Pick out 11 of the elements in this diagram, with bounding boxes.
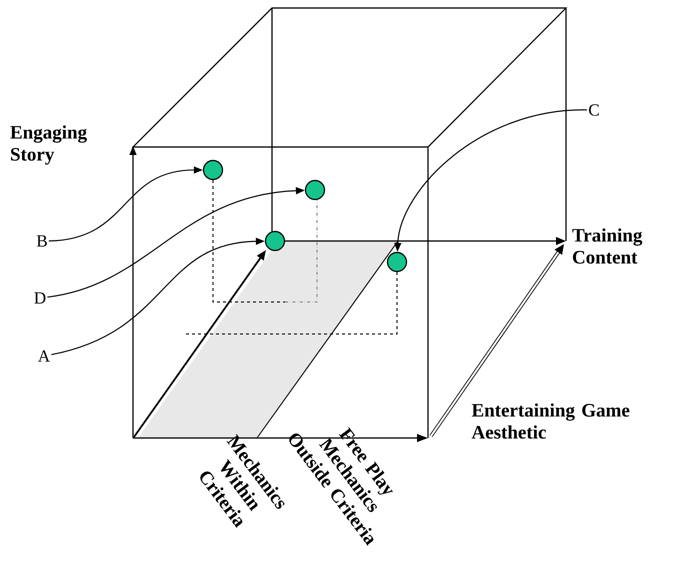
point-label: B: [36, 235, 47, 247]
point-label: A: [38, 350, 50, 362]
point-label: D: [34, 292, 46, 304]
axis-label: Entertaining Game Aesthetic: [472, 403, 630, 439]
data-point: [304, 180, 326, 200]
data-point: [202, 160, 224, 180]
point-label: C: [589, 104, 599, 116]
axis-label: Training Content: [572, 228, 642, 264]
data-point: [264, 230, 286, 252]
axis-label: Engaging Story: [10, 125, 87, 165]
data-point: [386, 252, 408, 272]
